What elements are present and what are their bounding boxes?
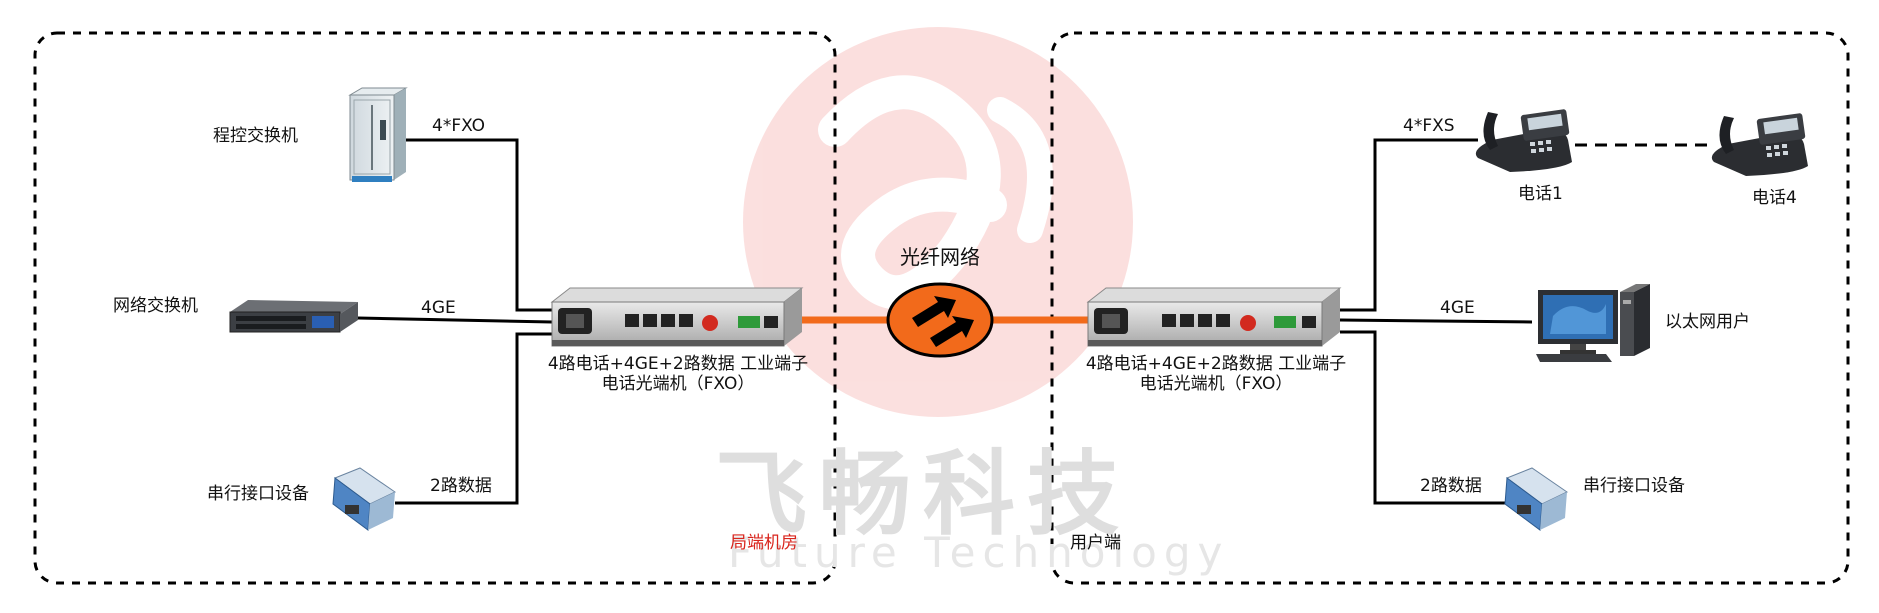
- serial-right-label: 串行接口设备: [1583, 476, 1685, 496]
- zone-central-label: 局端机房: [730, 533, 798, 553]
- line-ethernet: [1339, 318, 1533, 324]
- line-pbx: [405, 138, 552, 312]
- phone-1-label: 电话1: [1518, 184, 1563, 204]
- network-switch-icon: [229, 300, 358, 333]
- ethernet-user-label: 以太网用户: [1665, 312, 1750, 332]
- serial-left-label: 串行接口设备: [207, 484, 309, 504]
- device-left-line1: 4路电话+4GE+2路数据 工业端子: [547, 354, 809, 374]
- zone-border-user: [1050, 31, 1850, 585]
- link-ge-left-label: 4GE: [421, 298, 456, 318]
- pbx-cabinet-icon: [348, 87, 408, 182]
- fiber-network-icon: [886, 282, 994, 358]
- line-serial-right: [1340, 330, 1505, 505]
- zone-user-label: 用户端: [1070, 533, 1121, 553]
- line-switch: [357, 316, 553, 324]
- switch-label: 网络交换机: [113, 296, 198, 316]
- phone-1-icon: [1475, 109, 1572, 172]
- phone-4-label: 电话4: [1752, 188, 1797, 208]
- fiber-network-label: 光纤网络: [900, 245, 980, 269]
- link-fxo-label: 4*FXO: [432, 116, 486, 136]
- serial-device-left-icon: [332, 467, 396, 531]
- optical-terminal-right-icon: [1086, 287, 1342, 347]
- line-serial-left: [395, 332, 552, 505]
- link-data-left-label: 2路数据: [430, 476, 492, 496]
- watermark-title: 飞畅科技: [715, 441, 1132, 548]
- device-left-line2: 电话光端机（FXO）: [601, 374, 755, 394]
- serial-device-right-icon: [1504, 467, 1568, 531]
- computer-icon: [1536, 284, 1650, 362]
- line-phone: [1340, 138, 1478, 312]
- device-right-line2: 电话光端机（FXO）: [1139, 374, 1293, 394]
- zone-border-central: [33, 31, 837, 585]
- link-fxs-label: 4*FXS: [1403, 116, 1455, 136]
- link-ge-right-label: 4GE: [1440, 298, 1475, 318]
- watermark-subtitle: Future Technology: [728, 528, 1230, 577]
- phone-4-icon: [1711, 113, 1808, 176]
- optical-terminal-left-icon: [550, 287, 804, 347]
- pbx-label: 程控交换机: [213, 126, 298, 146]
- device-right-line1: 4路电话+4GE+2路数据 工业端子: [1085, 354, 1347, 374]
- link-data-right-label: 2路数据: [1420, 476, 1482, 496]
